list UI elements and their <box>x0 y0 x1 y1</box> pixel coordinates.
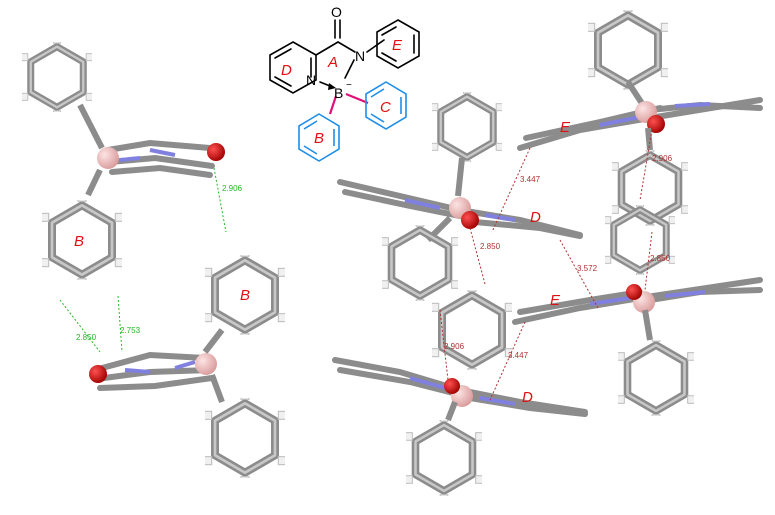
right-contact-2: 2.850 <box>480 242 501 251</box>
ring-label-a: A <box>327 54 338 71</box>
left-contact-1: 2.906 <box>222 184 243 193</box>
right-ring-label-d-top: D <box>530 209 541 226</box>
atom-nitrogen-pyridine-label: N <box>306 72 316 88</box>
left-lower-ring-label-b: B <box>240 287 250 304</box>
ring-label-c: C <box>380 99 391 116</box>
ring-label-b: B <box>314 130 324 147</box>
right-ring-label-d-bottom: D <box>522 389 533 406</box>
right-contact-4: 2.906 <box>652 154 673 163</box>
left-contact-2: 2.850 <box>76 333 97 342</box>
boron-charge: − <box>346 80 352 91</box>
right-contact-6: 2.906 <box>444 342 465 351</box>
right-contact-7: 2.850 <box>650 254 671 263</box>
ring-label-e: E <box>392 37 403 54</box>
left-upper-ring-label-b: B <box>74 233 84 250</box>
atom-boron-label: B <box>334 85 343 101</box>
left-contact-3: 2.753 <box>120 326 141 335</box>
right-contact-1: 3.447 <box>520 175 541 184</box>
ring-label-d: D <box>281 62 292 79</box>
right-ring-label-e-bottom: E <box>550 292 561 309</box>
atom-oxygen-label: O <box>331 4 342 20</box>
right-packing-panel: E D E <box>332 3 763 502</box>
right-contact-5: 3.447 <box>508 351 529 360</box>
left-dimer-panel: B B 2.906 2.850 2.753 <box>21 36 287 485</box>
right-contact-3: 3.572 <box>577 264 598 273</box>
right-ring-label-e-top: E <box>560 119 571 136</box>
structural-formula: O N N B − D A E C B <box>269 4 420 162</box>
atom-nitrogen-amide-label: N <box>355 48 365 64</box>
